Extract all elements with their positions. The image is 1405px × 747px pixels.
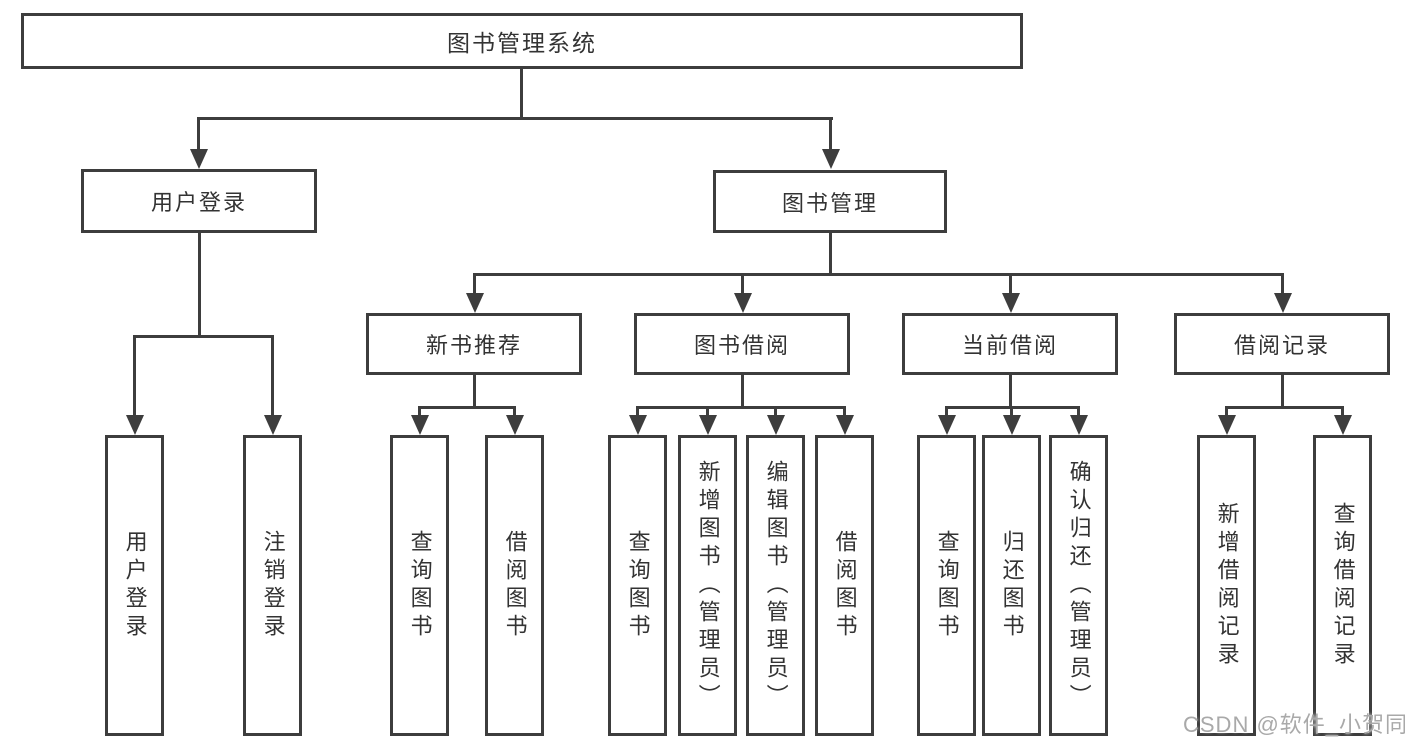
connector-line <box>133 335 274 338</box>
connector-line <box>945 406 948 416</box>
leaf-label: 借阅图书 <box>502 529 528 642</box>
leaf-recommend-query-books: 查询图书 <box>390 435 449 736</box>
arrow-down-icon <box>734 293 752 313</box>
leaf-borrowing-query-books: 查询图书 <box>608 435 667 736</box>
leaf-label: 编辑图书（管理员） <box>763 459 789 712</box>
connector-line <box>741 375 744 406</box>
arrow-down-icon <box>822 149 840 169</box>
connector-line <box>1225 406 1228 416</box>
leaf-records-add-record: 新增借阅记录 <box>1197 435 1256 736</box>
connector-line <box>198 233 201 335</box>
connector-line <box>636 406 639 416</box>
arrow-down-icon <box>1070 415 1088 435</box>
connector-line <box>843 406 846 416</box>
connector-line <box>418 406 516 409</box>
node-current-borrowing: 当前借阅 <box>902 313 1118 375</box>
arrow-down-icon <box>190 149 208 169</box>
connector-line <box>741 273 744 294</box>
connector-line <box>1281 375 1284 406</box>
connector-line <box>636 406 846 409</box>
leaf-label: 归还图书 <box>999 529 1025 642</box>
leaf-label: 新增图书（管理员） <box>695 459 721 712</box>
connector-line <box>520 69 523 118</box>
connector-line <box>1010 406 1013 416</box>
node-book-management: 图书管理 <box>713 170 947 233</box>
connector-line <box>197 117 833 120</box>
csdn-watermark: CSDN @软件_小贺同学 <box>1183 712 1405 737</box>
connector-line <box>513 406 516 416</box>
connector-line <box>1281 273 1284 294</box>
connector-line <box>271 335 274 416</box>
connector-line <box>133 335 136 416</box>
arrow-down-icon <box>506 415 524 435</box>
connector-line <box>473 273 476 294</box>
leaf-recommend-borrow-books: 借阅图书 <box>485 435 544 736</box>
connector-line <box>473 375 476 406</box>
leaf-label: 用户登录 <box>122 529 148 642</box>
leaf-records-query-record: 查询借阅记录 <box>1313 435 1372 736</box>
connector-line <box>197 117 200 150</box>
arrow-down-icon <box>466 293 484 313</box>
connector-line <box>1225 406 1344 409</box>
arrow-down-icon <box>1274 293 1292 313</box>
connector-line <box>774 406 777 416</box>
connector-line <box>1009 375 1012 406</box>
connector-line <box>829 233 832 273</box>
node-borrowing-records: 借阅记录 <box>1174 313 1390 375</box>
connector-line <box>1077 406 1080 416</box>
leaf-user-login: 用户登录 <box>105 435 164 736</box>
arrow-down-icon <box>836 415 854 435</box>
leaf-borrowing-edit-books-admin: 编辑图书（管理员） <box>746 435 805 736</box>
leaf-label: 新增借阅记录 <box>1214 501 1240 670</box>
arrow-down-icon <box>1002 293 1020 313</box>
leaf-current-query-books: 查询图书 <box>917 435 976 736</box>
arrow-down-icon <box>126 415 144 435</box>
arrow-down-icon <box>1218 415 1236 435</box>
arrow-down-icon <box>699 415 717 435</box>
arrow-down-icon <box>938 415 956 435</box>
leaf-borrowing-add-books-admin: 新增图书（管理员） <box>678 435 737 736</box>
arrow-down-icon <box>767 415 785 435</box>
leaf-label: 注销登录 <box>260 529 286 642</box>
node-user-login: 用户登录 <box>81 169 317 233</box>
connector-line <box>473 273 1284 276</box>
node-library-management-system: 图书管理系统 <box>21 13 1023 69</box>
node-new-book-recommend: 新书推荐 <box>366 313 582 375</box>
connector-line <box>1341 406 1344 416</box>
connector-line <box>829 117 832 150</box>
leaf-label: 查询图书 <box>625 529 651 642</box>
node-book-borrowing: 图书借阅 <box>634 313 850 375</box>
arrow-down-icon <box>264 415 282 435</box>
arrow-down-icon <box>411 415 429 435</box>
arrow-down-icon <box>1334 415 1352 435</box>
leaf-label: 查询图书 <box>407 529 433 642</box>
leaf-label: 确认归还（管理员） <box>1066 459 1092 712</box>
leaf-current-confirm-return-admin: 确认归还（管理员） <box>1049 435 1108 736</box>
arrow-down-icon <box>629 415 647 435</box>
connector-line <box>1009 273 1012 294</box>
connector-line <box>418 406 421 416</box>
leaf-current-return-books: 归还图书 <box>982 435 1041 736</box>
leaf-logout: 注销登录 <box>243 435 302 736</box>
leaf-label: 查询图书 <box>934 529 960 642</box>
connector-line <box>706 406 709 416</box>
leaf-label: 查询借阅记录 <box>1330 501 1356 670</box>
leaf-label: 借阅图书 <box>832 529 858 642</box>
leaf-borrowing-borrow-books: 借阅图书 <box>815 435 874 736</box>
arrow-down-icon <box>1003 415 1021 435</box>
